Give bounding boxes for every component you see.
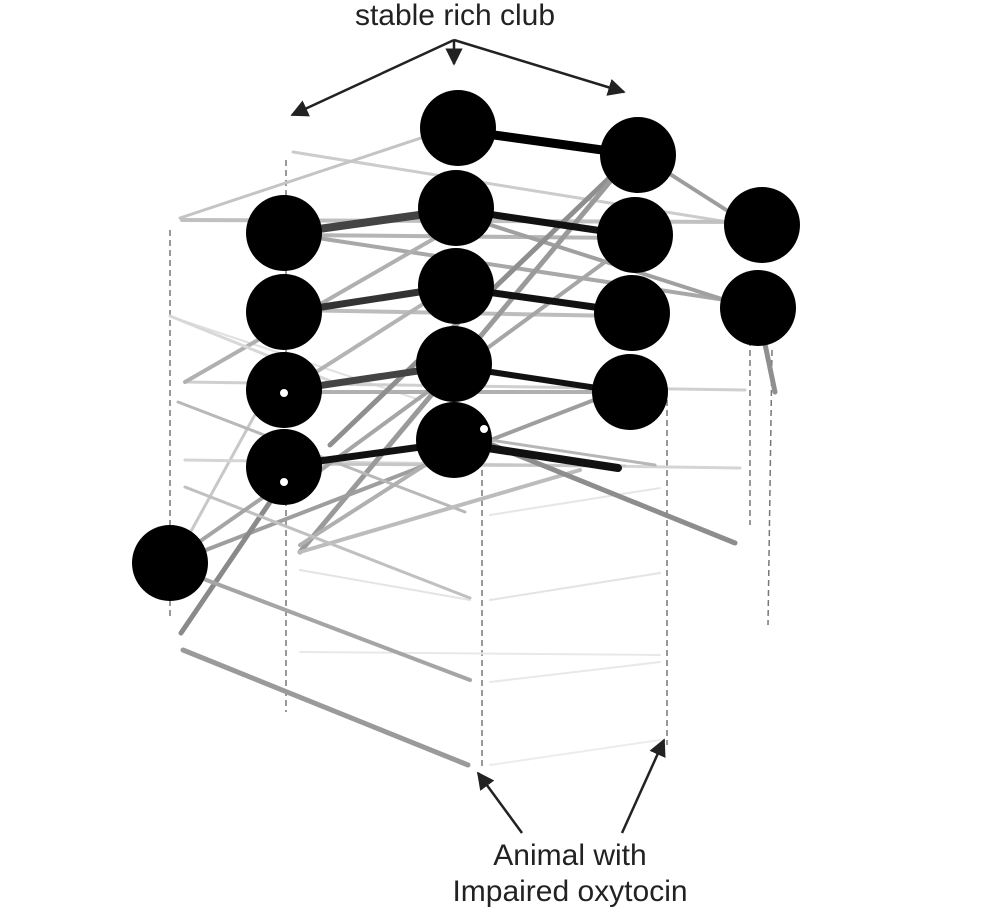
node [416, 402, 492, 478]
node [246, 274, 322, 350]
arrow-top-left [290, 38, 455, 117]
node [600, 117, 676, 193]
node [592, 354, 668, 430]
stable-rich-club-label: stable rich club [354, 0, 556, 32]
node [416, 326, 492, 402]
arrow-bottom-right [620, 738, 666, 834]
arrow-top-right [453, 38, 626, 96]
bottom-label-line-1: Animal with [493, 839, 647, 872]
network-nodes [132, 90, 800, 601]
node [724, 187, 800, 263]
impaired-oxytocin-label: Animal with Impaired oxytocin [400, 838, 740, 910]
annotation-arrows [290, 38, 666, 834]
node [132, 525, 208, 601]
arrow-bottom-left [476, 771, 524, 834]
node [418, 248, 494, 324]
node-markers [279, 388, 489, 487]
node [597, 197, 673, 273]
bottom-label-line-2: Impaired oxytocin [452, 875, 688, 908]
node [420, 90, 496, 166]
node [720, 270, 796, 346]
node [418, 170, 494, 246]
node [246, 429, 322, 505]
node [594, 275, 670, 351]
node [246, 195, 322, 271]
